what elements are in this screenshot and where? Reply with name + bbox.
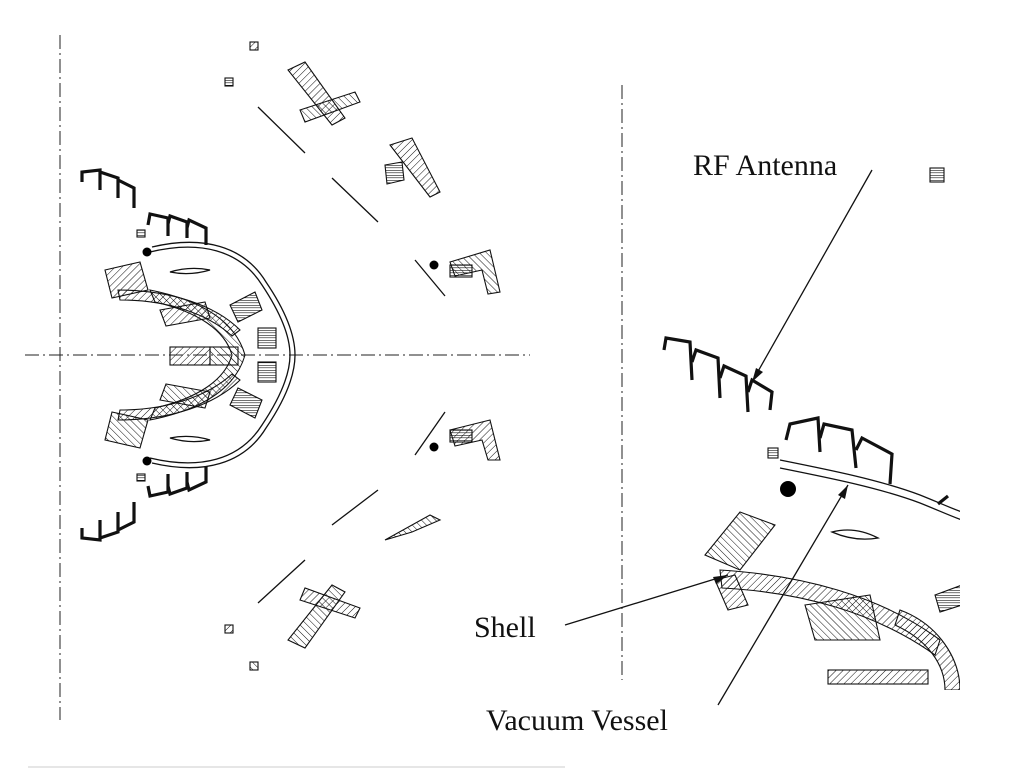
vacuum-vessel-outline xyxy=(779,459,960,513)
lens-shape xyxy=(169,435,211,443)
rf-antenna-upper-inner xyxy=(146,212,208,245)
bottom-block xyxy=(249,661,259,671)
lens-shape xyxy=(169,267,211,275)
coil-dot xyxy=(429,260,439,270)
shell-port xyxy=(704,511,776,571)
coil-block xyxy=(257,327,277,349)
support-structure xyxy=(159,301,211,327)
coil-dot xyxy=(142,247,152,257)
top-block xyxy=(224,77,234,87)
rf-antenna-lower-inner xyxy=(146,466,208,498)
support-structure xyxy=(159,383,211,409)
port-structure xyxy=(104,261,149,299)
upper-port-line xyxy=(414,259,446,297)
vacuum-vessel-arrowhead xyxy=(838,485,848,499)
vacuum-vessel-leader xyxy=(717,484,849,706)
coil-block xyxy=(934,585,960,613)
upper-port-line xyxy=(331,177,379,223)
inner-wall xyxy=(894,609,960,690)
upper-port-line xyxy=(257,106,306,154)
vacuum-vessel-outline-inner xyxy=(779,467,960,521)
vacuum-vessel-outline-inner xyxy=(151,241,296,469)
support-block xyxy=(804,594,881,641)
lower-port-structure xyxy=(384,514,442,541)
shell-label: Shell xyxy=(474,611,536,644)
antenna-stub xyxy=(937,494,949,506)
rf-antenna-label: RF Antenna xyxy=(693,149,837,182)
lower-port-line xyxy=(414,411,446,456)
corner-block xyxy=(929,167,945,183)
port-structure xyxy=(104,411,149,449)
full-cross-section-view xyxy=(25,35,565,768)
upper-port-structure xyxy=(299,91,361,123)
small-block xyxy=(136,473,146,482)
vacuum-vessel-outline xyxy=(149,246,291,464)
lower-port-line xyxy=(331,489,379,526)
shell-port xyxy=(714,574,749,611)
shell-arrowhead xyxy=(713,575,728,584)
divertor-block xyxy=(169,346,211,366)
coil-block xyxy=(229,291,263,323)
lower-port-coil xyxy=(449,429,473,443)
coil-dot xyxy=(142,456,152,466)
rf-antenna-arrowhead xyxy=(752,368,763,382)
upper-port-coil xyxy=(449,264,473,278)
divertor-block xyxy=(209,346,239,366)
rf-antenna-leader xyxy=(751,169,873,383)
coil-dot xyxy=(429,442,439,452)
rf-antenna-lower-outer xyxy=(80,502,136,542)
inner-wall xyxy=(149,289,246,421)
upper-port-structure xyxy=(389,137,441,198)
coil-dot xyxy=(780,481,796,497)
shell-leader xyxy=(564,574,729,626)
upper-port-coil xyxy=(384,161,405,185)
top-block xyxy=(249,41,259,51)
bottom-block xyxy=(224,624,234,634)
divertor-block xyxy=(827,669,929,685)
lower-port-structure xyxy=(299,587,361,619)
lower-port-line xyxy=(257,559,306,604)
rf-antenna-inner xyxy=(784,416,894,485)
lens-shape xyxy=(830,529,881,540)
rf-antenna-outer xyxy=(662,336,774,413)
vacuum-vessel-label: Vacuum Vessel xyxy=(486,704,668,737)
coil-block xyxy=(257,361,277,383)
small-block xyxy=(136,229,146,238)
coil-block xyxy=(229,387,263,419)
zoomed-detail-view: RF Antenna Shell Vacuum Vessel xyxy=(474,85,960,737)
small-block xyxy=(767,447,779,459)
rf-antenna-upper-outer xyxy=(80,168,136,208)
